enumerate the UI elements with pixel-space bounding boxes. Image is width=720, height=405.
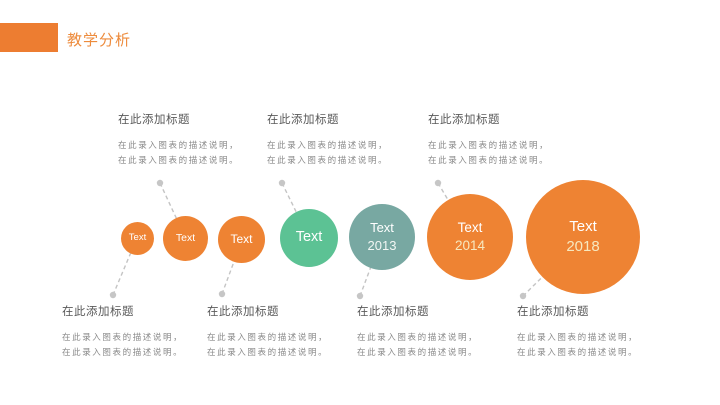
circle-label: Text (230, 232, 253, 247)
timeline-circle-4: Text (280, 209, 338, 267)
block-body-line: 在此录入图表的描述说明， (517, 332, 639, 342)
block-body-line: 在此录入图表的描述说明。 (267, 155, 389, 165)
bottom-text-block-1: 在此添加标题 在此录入图表的描述说明， 在此录入图表的描述说明。 (62, 303, 212, 360)
circle-year-label: 2014 (454, 238, 486, 253)
block-body-line: 在此录入图表的描述说明， (357, 332, 479, 342)
block-body-line: 在此录入图表的描述说明。 (357, 347, 479, 357)
circle-label: Text (128, 232, 147, 244)
block-body-line: 在此录入图表的描述说明。 (207, 347, 329, 357)
connector-dot (218, 290, 226, 298)
block-body-line: 在此录入图表的描述说明。 (517, 347, 639, 357)
block-body-line: 在此录入图表的描述说明， (118, 140, 240, 150)
top-text-block-3: 在此添加标题 在此录入图表的描述说明， 在此录入图表的描述说明。 (428, 111, 578, 168)
timeline-circle-5: Text 2013 (349, 204, 415, 270)
connector-dot (519, 292, 527, 300)
bottom-text-block-3: 在此添加标题 在此录入图表的描述说明， 在此录入图表的描述说明。 (357, 303, 507, 360)
timeline-circle-7: Text 2018 (526, 180, 640, 294)
circle-label: Text (295, 229, 323, 246)
bottom-text-block-4: 在此添加标题 在此录入图表的描述说明， 在此录入图表的描述说明。 (517, 303, 667, 360)
timeline-circle-2: Text (163, 216, 208, 261)
block-title: 在此添加标题 (357, 306, 429, 318)
connector-dot (156, 179, 164, 187)
circle-year-label: 2018 (566, 238, 600, 255)
timeline-circle-1: Text (121, 222, 154, 255)
circle-year-label: 2013 (367, 238, 397, 253)
header-accent-bar (0, 23, 58, 52)
block-body-line: 在此录入图表的描述说明。 (118, 155, 240, 165)
top-text-block-1: 在此添加标题 在此录入图表的描述说明， 在此录入图表的描述说明。 (118, 111, 268, 168)
circle-label: Text (370, 220, 394, 236)
connector-dot (356, 292, 364, 300)
block-title: 在此添加标题 (207, 306, 279, 318)
timeline-circle-6: Text 2014 (427, 194, 513, 280)
page-title: 教学分析 (67, 32, 132, 49)
block-title: 在此添加标题 (62, 306, 134, 318)
circle-label: Text (457, 219, 483, 235)
block-title: 在此添加标题 (517, 306, 589, 318)
connector-dot (109, 291, 117, 299)
block-body-line: 在此录入图表的描述说明， (207, 332, 329, 342)
block-body-line: 在此录入图表的描述说明， (62, 332, 184, 342)
block-title: 在此添加标题 (428, 114, 500, 126)
top-text-block-2: 在此添加标题 在此录入图表的描述说明， 在此录入图表的描述说明。 (267, 111, 417, 168)
connector-line (221, 239, 243, 295)
connector-dot (434, 179, 442, 187)
block-title: 在此添加标题 (118, 114, 190, 126)
block-body-line: 在此录入图表的描述说明。 (428, 155, 550, 165)
block-title: 在此添加标题 (267, 114, 339, 126)
block-body-line: 在此录入图表的描述说明， (428, 140, 550, 150)
bottom-text-block-2: 在此添加标题 在此录入图表的描述说明， 在此录入图表的描述说明。 (207, 303, 357, 360)
connector-dot (278, 179, 286, 187)
timeline-circle-3: Text (218, 216, 265, 263)
block-body-line: 在此录入图表的描述说明。 (62, 347, 184, 357)
circle-label: Text (175, 232, 196, 245)
block-body-line: 在此录入图表的描述说明， (267, 140, 389, 150)
circle-label: Text (569, 217, 597, 235)
